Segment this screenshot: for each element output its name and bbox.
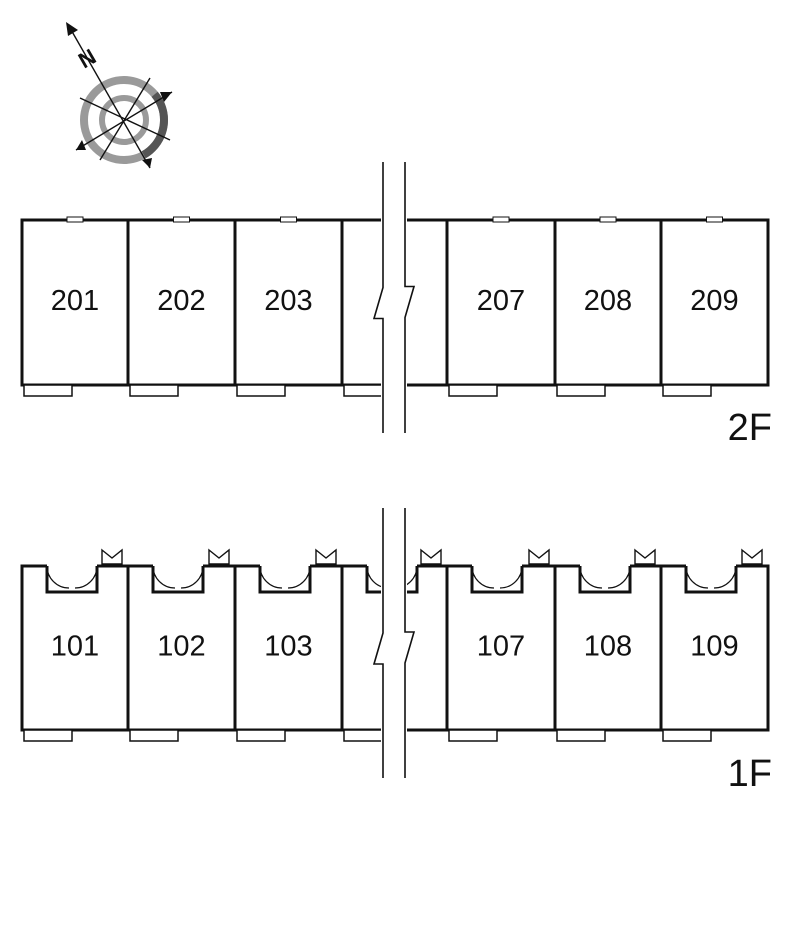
- window: [492, 216, 510, 223]
- door-swing: [180, 565, 204, 589]
- compass-north-label: N: [74, 44, 100, 74]
- balcony: [662, 384, 712, 397]
- entrance-recess: [684, 566, 738, 594]
- door-swing: [471, 565, 495, 589]
- break-line: [372, 508, 384, 778]
- break-line: [404, 162, 416, 433]
- door-swing: [499, 565, 523, 589]
- unit-number: 202: [157, 285, 205, 317]
- entrance-recess: [258, 566, 312, 594]
- door-swing: [713, 565, 737, 589]
- unit-number: 102: [157, 631, 205, 663]
- balcony: [23, 384, 73, 397]
- balcony: [129, 729, 179, 742]
- unit-number: 203: [264, 285, 312, 317]
- balcony: [662, 729, 712, 742]
- unit-number: 207: [477, 285, 525, 317]
- meter-box: [101, 548, 123, 565]
- unit-number: 109: [690, 631, 738, 663]
- break-gap: [381, 508, 407, 778]
- floor-2f: 201 202 203 207 208 209 2F: [20, 162, 772, 449]
- meter-box: [420, 548, 442, 565]
- door-swing: [152, 565, 176, 589]
- door-swing: [607, 565, 631, 589]
- entrance-recess: [45, 566, 99, 594]
- window: [599, 216, 617, 223]
- meter-box: [528, 548, 550, 565]
- window: [66, 216, 84, 223]
- balcony: [448, 729, 498, 742]
- door-swing: [46, 565, 70, 589]
- break-line: [372, 162, 384, 433]
- door-swing: [579, 565, 603, 589]
- unit-number: 107: [477, 631, 525, 663]
- unit-number: 103: [264, 631, 312, 663]
- unit-number: 208: [584, 285, 632, 317]
- meter-box: [315, 548, 337, 565]
- balcony: [236, 384, 286, 397]
- door-swing: [685, 565, 709, 589]
- unit-number: 209: [690, 285, 738, 317]
- balcony: [129, 384, 179, 397]
- entrance-recess: [578, 566, 632, 594]
- balcony: [556, 384, 606, 397]
- break-gap: [381, 162, 407, 433]
- door-swing: [259, 565, 283, 589]
- meter-box: [208, 548, 230, 565]
- window: [173, 216, 190, 223]
- balcony: [23, 729, 73, 742]
- unit-number: 201: [51, 285, 99, 317]
- meter-box: [741, 548, 763, 565]
- door-swing: [74, 565, 98, 589]
- compass-rose-icon: N: [66, 22, 173, 169]
- entrance-recess: [151, 566, 205, 594]
- balcony: [448, 384, 498, 397]
- floor-1f: 101 102 103 107 108 109 1F: [20, 508, 772, 795]
- unit-number: 108: [584, 631, 632, 663]
- floor-label: 1F: [728, 753, 772, 795]
- balcony: [236, 729, 286, 742]
- floor-label: 2F: [728, 407, 772, 449]
- unit-number: 101: [51, 631, 99, 663]
- window: [280, 216, 297, 223]
- entrance-recess: [470, 566, 524, 594]
- balcony: [556, 729, 606, 742]
- meter-box: [634, 548, 656, 565]
- window: [706, 216, 723, 223]
- door-swing: [287, 565, 311, 589]
- break-line: [404, 508, 416, 778]
